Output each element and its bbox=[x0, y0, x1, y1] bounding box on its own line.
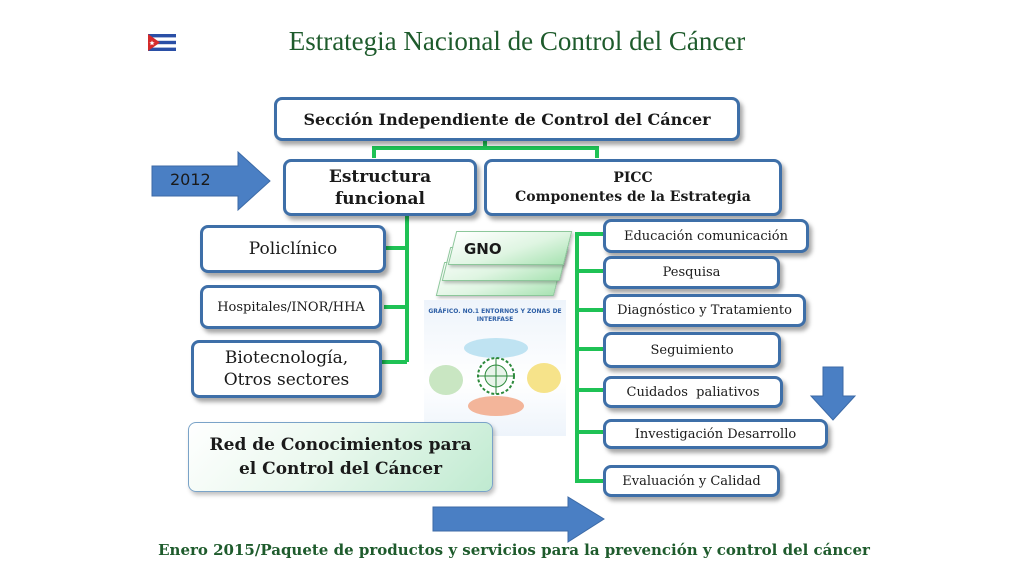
component-label: Investigación Desarrollo bbox=[634, 426, 797, 442]
estructura-funcional-box: Estructura funcional bbox=[283, 159, 477, 216]
footer-caption: Enero 2015/Paquete de productos y servic… bbox=[158, 541, 870, 559]
down-arrow bbox=[809, 366, 857, 421]
entornos-graphic: GRÁFICO. NO.1 ENTORNOS Y ZONAS DE INTERF… bbox=[424, 300, 566, 436]
component-label: Cuidados paliativos bbox=[626, 384, 760, 400]
hospitales-box: Hospitales/INOR/HHA bbox=[200, 285, 382, 329]
component-label: Educación comunicación bbox=[624, 228, 788, 244]
seccion-independiente-label: Sección Independiente de Control del Cán… bbox=[303, 109, 711, 129]
biotecnologia-line1: Biotecnología, bbox=[224, 348, 349, 368]
component-investigacion: Investigación Desarrollo bbox=[603, 419, 828, 449]
estructura-funcional-label: Estructura funcional bbox=[328, 166, 432, 209]
red-conocimientos-box: Red de Conocimientos para el Control del… bbox=[188, 422, 493, 492]
picc-box: PICC Componentes de la Estrategia bbox=[484, 159, 782, 216]
component-diagnostico: Diagnóstico y Tratamiento bbox=[603, 294, 806, 327]
component-label: Pesquisa bbox=[662, 265, 721, 280]
gno-label: GNO bbox=[464, 240, 502, 258]
component-educacion: Educación comunicación bbox=[603, 219, 809, 253]
component-seguimiento: Seguimiento bbox=[603, 332, 781, 368]
cuba-flag-icon bbox=[148, 34, 176, 51]
red-line2: el Control del Cáncer bbox=[238, 459, 443, 479]
right-arrow bbox=[432, 496, 605, 543]
component-pesquisa: Pesquisa bbox=[603, 256, 780, 289]
graphic-title-line1: GRÁFICO. NO.1 ENTORNOS Y ZONAS DE bbox=[428, 308, 562, 315]
year-label: 2012 bbox=[170, 170, 211, 189]
component-label: Seguimiento bbox=[650, 342, 734, 358]
component-label: Diagnóstico y Tratamiento bbox=[617, 303, 792, 318]
picc-title: PICC bbox=[613, 169, 653, 186]
biotecnologia-line2: Otros sectores bbox=[223, 370, 350, 390]
component-evaluacion: Evaluación y Calidad bbox=[603, 465, 780, 497]
policlinico-label: Policlínico bbox=[248, 239, 338, 259]
biotecnologia-box: Biotecnología, Otros sectores bbox=[191, 340, 382, 398]
page-title: Estrategia Nacional de Control del Cánce… bbox=[288, 26, 746, 56]
component-label: Evaluación y Calidad bbox=[622, 473, 761, 489]
component-cuidados: Cuidados paliativos bbox=[603, 376, 783, 408]
hospitales-label: Hospitales/INOR/HHA bbox=[217, 299, 365, 315]
graphic-title-line2: INTERFASE bbox=[476, 316, 514, 323]
seccion-independiente-box: Sección Independiente de Control del Cán… bbox=[274, 97, 740, 141]
red-line1: Red de Conocimientos para bbox=[209, 435, 472, 455]
graphic-diagram bbox=[429, 338, 561, 416]
picc-subtitle: Componentes de la Estrategia bbox=[515, 188, 751, 205]
year-arrow bbox=[151, 150, 271, 212]
policlinico-box: Policlínico bbox=[200, 225, 386, 273]
